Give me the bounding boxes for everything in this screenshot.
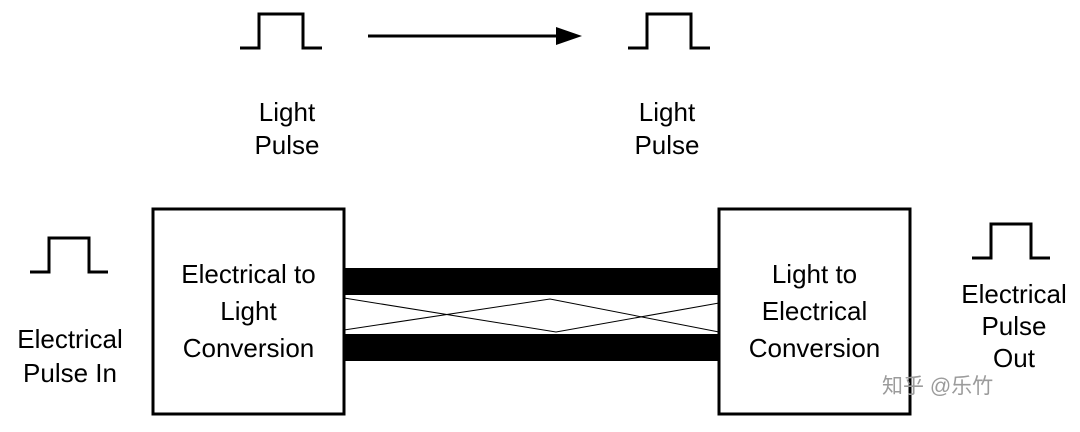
electrical-to-light-label: Electrical to Light Conversion (181, 259, 316, 363)
light-to-electrical-label: Light to Electrical Conversion (748, 259, 881, 363)
pulse-waveform-icon (240, 12, 322, 50)
watermark: 知乎 @乐竹 (882, 375, 994, 398)
pulse-waveform-icon (972, 222, 1050, 260)
electrical-pulse-out-label: Electrical Pulse Out (961, 279, 1067, 373)
electrical-to-light-box (151, 207, 346, 416)
light-ray-line (343, 298, 720, 333)
light-pulse-left-label: Light Pulse (254, 97, 320, 160)
light-ray-line (343, 297, 720, 333)
pulse-waveform-icon (30, 236, 108, 274)
fiber-optic-cable (343, 268, 720, 361)
pulse-waveform-icon (628, 12, 710, 50)
arrow-right-icon (368, 27, 582, 45)
light-to-electrical-box (717, 207, 912, 416)
light-pulse-right-label: Light Pulse (634, 97, 700, 160)
electrical-pulse-in-label: Electrical Pulse In (17, 324, 123, 388)
